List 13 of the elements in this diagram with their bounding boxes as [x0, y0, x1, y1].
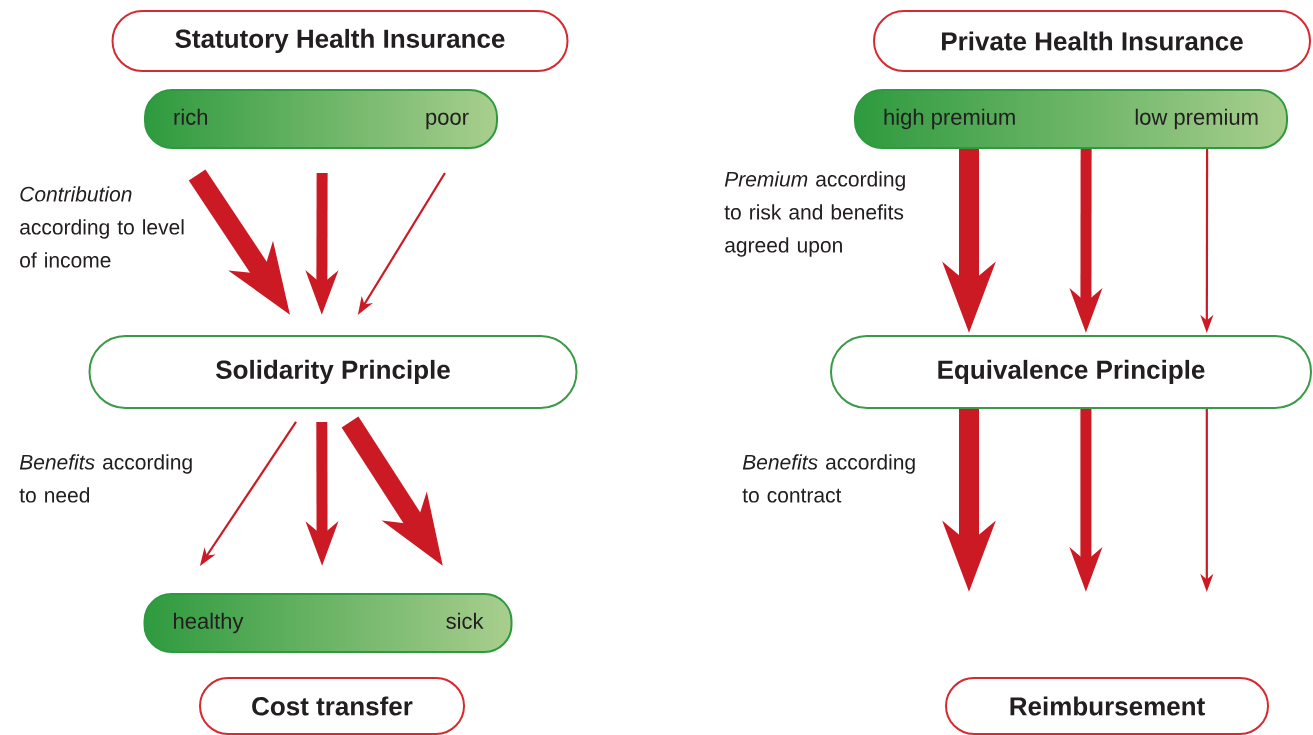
note-text: Benefits according to need — [19, 454, 192, 503]
title-box: Private Health Insurance — [873, 10, 1311, 72]
principle-box: Equivalence Principle — [830, 335, 1312, 409]
gradient-bar: rich poor — [144, 89, 498, 149]
gradient-bar: high premium low premium — [854, 89, 1288, 149]
principle-box: Solidarity Principle — [88, 335, 578, 409]
title-box: Reimbursement — [945, 677, 1269, 735]
note-text: Contribution according to level of income — [20, 186, 184, 268]
note-text: Benefits according to contract — [742, 454, 915, 503]
title-box: Cost transfer — [199, 677, 465, 735]
gradient-bar: healthy sick — [143, 593, 513, 653]
note-text: Premium according to risk and benefits agreed upon — [724, 171, 905, 257]
title-box: Statutory Health Insurance — [111, 10, 569, 72]
